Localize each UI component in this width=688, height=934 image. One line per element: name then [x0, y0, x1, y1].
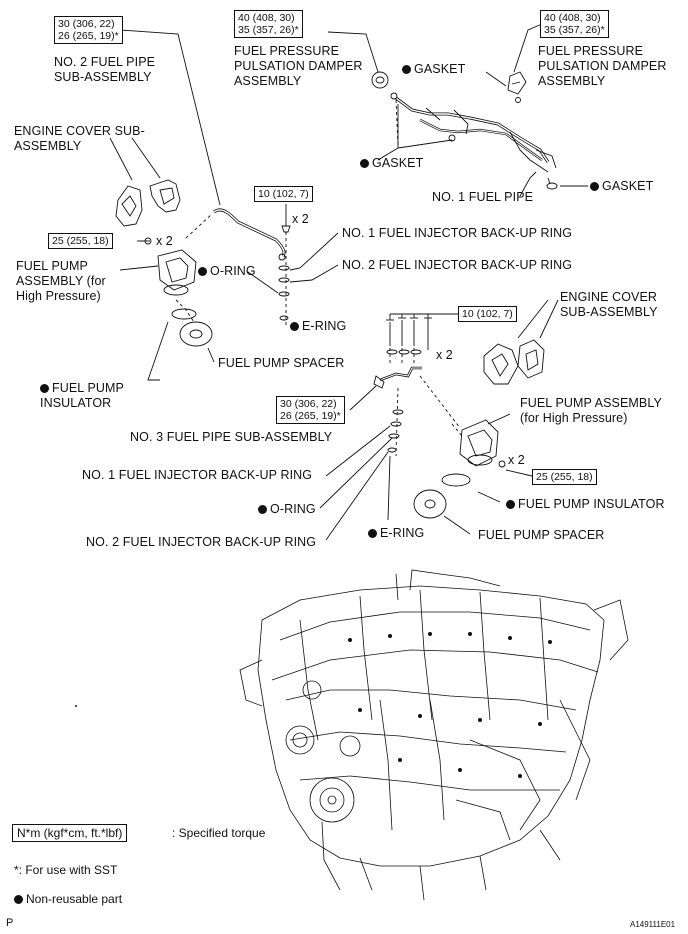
label-spacer-right: FUEL PUMP SPACER — [478, 528, 605, 542]
torque-box-no2-fuel-pipe: 30 (306, 22) 26 (265, 19)* — [54, 16, 123, 44]
nonreusable-dot-icon — [40, 383, 49, 393]
label-fuel-pump-left: FUEL PUMP ASSEMBLY (for High Pressure) — [16, 259, 106, 303]
label-no2-fuel-pipe: NO. 2 FUEL PIPE SUB-ASSEMBLY — [54, 55, 156, 84]
nonreusable-dot-icon — [290, 321, 299, 331]
label-engine-cover-left: ENGINE COVER SUB-ASSEMBLY — [14, 124, 145, 153]
label-no1-fuel-pipe: NO. 1 FUEL PIPE — [432, 190, 534, 204]
legend-sst-note: *: For use with SST — [14, 863, 118, 877]
label-no2-backup-bottom: NO. 2 FUEL INJECTOR BACK-UP RING — [86, 535, 317, 549]
nonreusable-dot-icon — [14, 894, 23, 904]
torque-value-sst: 35 (357, 26)* — [544, 24, 605, 36]
torque-box-no3-fuel-pipe: 30 (306, 22) 26 (265, 19)* — [276, 396, 345, 424]
label-oring-left: O-RING — [198, 264, 256, 279]
nonreusable-dot-icon — [402, 64, 411, 74]
nonreusable-dot-icon — [506, 499, 515, 509]
torque-value: 10 (102, 7) — [462, 308, 513, 320]
torque-box-pump-left: 25 (255, 18) — [48, 233, 113, 249]
torque-value-sst: 26 (265, 19)* — [58, 30, 119, 42]
torque-box-bolt-top: 10 (102, 7) — [254, 186, 313, 202]
torque-value-sst: 35 (357, 26)* — [238, 24, 299, 36]
legend-torque-desc: : Specified torque — [172, 826, 266, 840]
nonreusable-dot-icon — [198, 266, 207, 276]
label-fuel-pump-right: FUEL PUMP ASSEMBLY (for High Pressure) — [520, 396, 662, 425]
legend-torque-box: N*m (kgf*cm, ft.*lbf) — [12, 824, 128, 842]
figure-code: A149111E01 — [630, 920, 676, 929]
multiplier-bolt-top: x 2 — [292, 212, 309, 226]
nonreusable-dot-icon — [590, 181, 599, 191]
multiplier-bolt-mid: x 2 — [436, 348, 453, 362]
label-gasket-right: GASKET — [590, 179, 653, 194]
label-no1-backup-bottom: NO. 1 FUEL INJECTOR BACK-UP RING — [82, 468, 313, 482]
torque-value: 25 (255, 18) — [52, 235, 109, 247]
label-ering-bottom: E-RING — [368, 526, 424, 541]
multiplier-pump-right: x 2 — [508, 453, 525, 467]
label-insulator-right: FUEL PUMP INSULATOR — [506, 497, 665, 512]
torque-value: 30 (306, 22) — [58, 18, 115, 30]
nonreusable-dot-icon — [258, 504, 267, 514]
nonreusable-dot-icon — [360, 158, 369, 168]
torque-value: 40 (408, 30) — [544, 12, 601, 24]
label-ering-left: E-RING — [290, 319, 346, 334]
torque-box-damper-right: 40 (408, 30) 35 (357, 26)* — [540, 10, 609, 38]
multiplier-pump-left: x 2 — [156, 234, 173, 248]
torque-value: 25 (255, 18) — [536, 471, 593, 483]
label-oring-bottom: O-RING — [258, 502, 316, 517]
label-no3-fuel-pipe: NO. 3 FUEL PIPE SUB-ASSEMBLY — [130, 430, 333, 444]
torque-value: 40 (408, 30) — [238, 12, 295, 24]
torque-box-bolt-mid: 10 (102, 7) — [458, 306, 517, 322]
legend-nonreusable: Non-reusable part — [14, 892, 122, 906]
nonreusable-dot-icon — [368, 528, 377, 538]
label-spacer-left: FUEL PUMP SPACER — [218, 356, 345, 370]
page-letter: P — [6, 917, 14, 929]
label-gasket-left: GASKET — [360, 156, 423, 171]
torque-value: 30 (306, 22) — [280, 398, 337, 410]
torque-value-sst: 26 (265, 19)* — [280, 410, 341, 422]
label-insulator-left: FUEL PUMP INSULATOR — [40, 381, 124, 410]
label-engine-cover-right: ENGINE COVER SUB-ASSEMBLY — [560, 290, 658, 319]
torque-value: 10 (102, 7) — [258, 188, 309, 200]
label-damper-left: FUEL PRESSURE PULSATION DAMPER ASSEMBLY — [234, 44, 363, 88]
label-no2-backup-top: NO. 2 FUEL INJECTOR BACK-UP RING — [342, 258, 573, 272]
torque-box-pump-right: 25 (255, 18) — [532, 469, 597, 485]
label-damper-right: FUEL PRESSURE PULSATION DAMPER ASSEMBLY — [538, 44, 667, 88]
label-no1-backup-top: NO. 1 FUEL INJECTOR BACK-UP RING — [342, 226, 573, 240]
torque-box-damper-left: 40 (408, 30) 35 (357, 26)* — [234, 10, 303, 38]
label-gasket-top: GASKET — [402, 62, 465, 77]
